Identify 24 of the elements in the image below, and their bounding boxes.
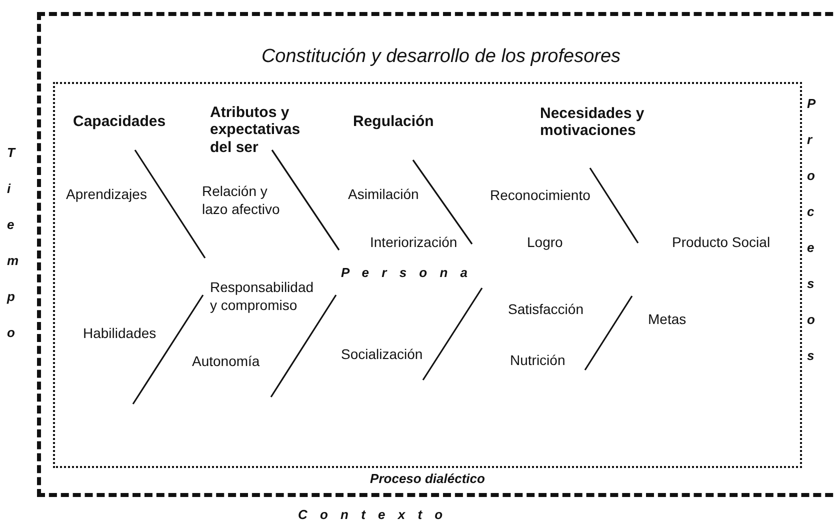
category-heading: Capacidades (73, 113, 166, 130)
category-heading: Atributos y expectativas del ser (210, 104, 302, 156)
bottom-label: C o n t e x t o (298, 507, 443, 523)
category-heading: Regulación (353, 113, 434, 130)
factor-label: Satisfacción (508, 300, 584, 318)
factor-label: Metas (648, 310, 686, 328)
factor-label: Asimilación (348, 185, 419, 204)
factor-label: Logro (527, 233, 563, 252)
vertical-label: P r o c e s o s (807, 95, 817, 365)
factor-label: Responsabilidad y compromiso (210, 278, 315, 314)
factor-label: Interiorización (370, 233, 458, 252)
factor-label: Socialización (341, 345, 423, 364)
factor-label: Relación y lazo afectivo (202, 182, 281, 218)
frame-caption: Proceso dialéctico (369, 471, 486, 486)
effect-label: Producto Social (672, 233, 770, 252)
factor-label: Autonomía (192, 352, 260, 370)
factor-label: Aprendizajes (66, 185, 147, 204)
factor-label: Habilidades (83, 324, 156, 342)
category-heading: Necesidades y motivaciones (540, 105, 646, 140)
spine-label: P e r s o n a (341, 265, 468, 282)
factor-label: Reconocimiento (490, 186, 590, 204)
vertical-label: T i e m p o (7, 144, 18, 342)
factor-label: Nutrición (510, 351, 566, 370)
frame-title: Constitución y desarrollo de los profesores (260, 46, 622, 68)
